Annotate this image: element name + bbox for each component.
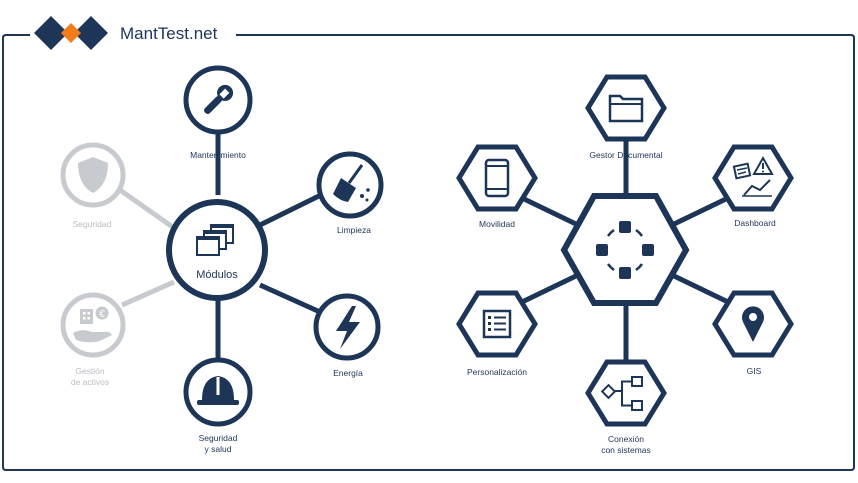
network-icon [596, 221, 654, 279]
node-label: de activos [71, 377, 109, 387]
right-diagram: Gestor Documental Movilidad [456, 74, 794, 455]
node-gis[interactable]: GIS [712, 290, 794, 376]
node-conexion[interactable]: Conexión con sistemas [585, 359, 667, 455]
folder-icon [608, 94, 644, 123]
connector [258, 282, 322, 315]
node-circle [60, 292, 126, 358]
logo-left-diamond [34, 16, 68, 50]
node-label: Conexión [608, 434, 644, 444]
node-dashboard[interactable]: Dashboard [712, 144, 794, 228]
connector-muted [118, 187, 176, 231]
node-label: Movilidad [479, 219, 515, 229]
node-hexagon [585, 359, 667, 427]
node-label: con sistemas [601, 445, 651, 455]
platform-center-node[interactable] [560, 193, 690, 306]
node-gestion-activos[interactable]: € Gestión de activos [60, 292, 126, 387]
brand-name: MantTest.net [120, 24, 218, 43]
node-label: y salud [205, 444, 232, 454]
wrench-icon [204, 84, 234, 114]
center-hexagon [560, 193, 690, 306]
modules-center-node[interactable]: Módulos [166, 199, 268, 301]
map-pin-icon [742, 306, 764, 342]
center-label: Módulos [196, 269, 238, 281]
node-seguridad[interactable]: Seguridad [60, 142, 126, 229]
svg-text:€: € [99, 309, 105, 320]
connector [520, 272, 580, 305]
node-hexagon [456, 144, 538, 212]
node-personalizacion[interactable]: Personalización [456, 290, 538, 377]
list-icon [482, 309, 512, 339]
connector [670, 272, 730, 305]
node-label: GIS [747, 366, 762, 376]
node-gestor-documental[interactable]: Gestor Documental [585, 74, 667, 160]
logo-right-diamond [74, 16, 108, 50]
node-hexagon [585, 74, 667, 142]
logo-center-diamond [61, 23, 81, 43]
frame-border [1, 34, 855, 471]
node-label: Seguridad [199, 433, 238, 443]
node-label: Personalización [467, 367, 527, 377]
windows-stack-icon [196, 224, 234, 256]
broom-icon [333, 164, 370, 202]
node-limpieza[interactable]: Limpieza [316, 151, 384, 235]
lightning-icon [336, 306, 360, 349]
node-mantenimiento[interactable]: Mantenimiento [183, 65, 253, 160]
left-diagram: Mantenimiento Limpieza Energía [60, 65, 384, 454]
asset-hand-icon: € [73, 306, 112, 343]
connector [670, 195, 730, 228]
shield-icon [78, 157, 108, 193]
mobile-icon [484, 158, 510, 198]
node-label: Limpieza [337, 225, 371, 235]
connector-muted [120, 279, 176, 308]
node-label: Energía [333, 368, 363, 378]
flow-icon [600, 376, 643, 411]
node-label: Mantenimiento [190, 150, 246, 160]
hard-hat-icon [197, 376, 239, 405]
node-hexagon [712, 144, 794, 212]
node-label: Seguridad [73, 219, 112, 229]
node-movilidad[interactable]: Movilidad [456, 144, 538, 229]
brand-logo[interactable]: MantTest.net [34, 16, 218, 50]
node-label: Gestor Documental [589, 150, 662, 160]
node-seguridad-salud[interactable]: Seguridad y salud [183, 357, 253, 454]
dashboard-icon [732, 155, 774, 197]
node-label: Dashboard [734, 218, 776, 228]
connector [258, 190, 327, 228]
connector [520, 195, 580, 228]
node-energia[interactable]: Energía [313, 293, 381, 378]
node-label: Gestión [75, 366, 105, 376]
